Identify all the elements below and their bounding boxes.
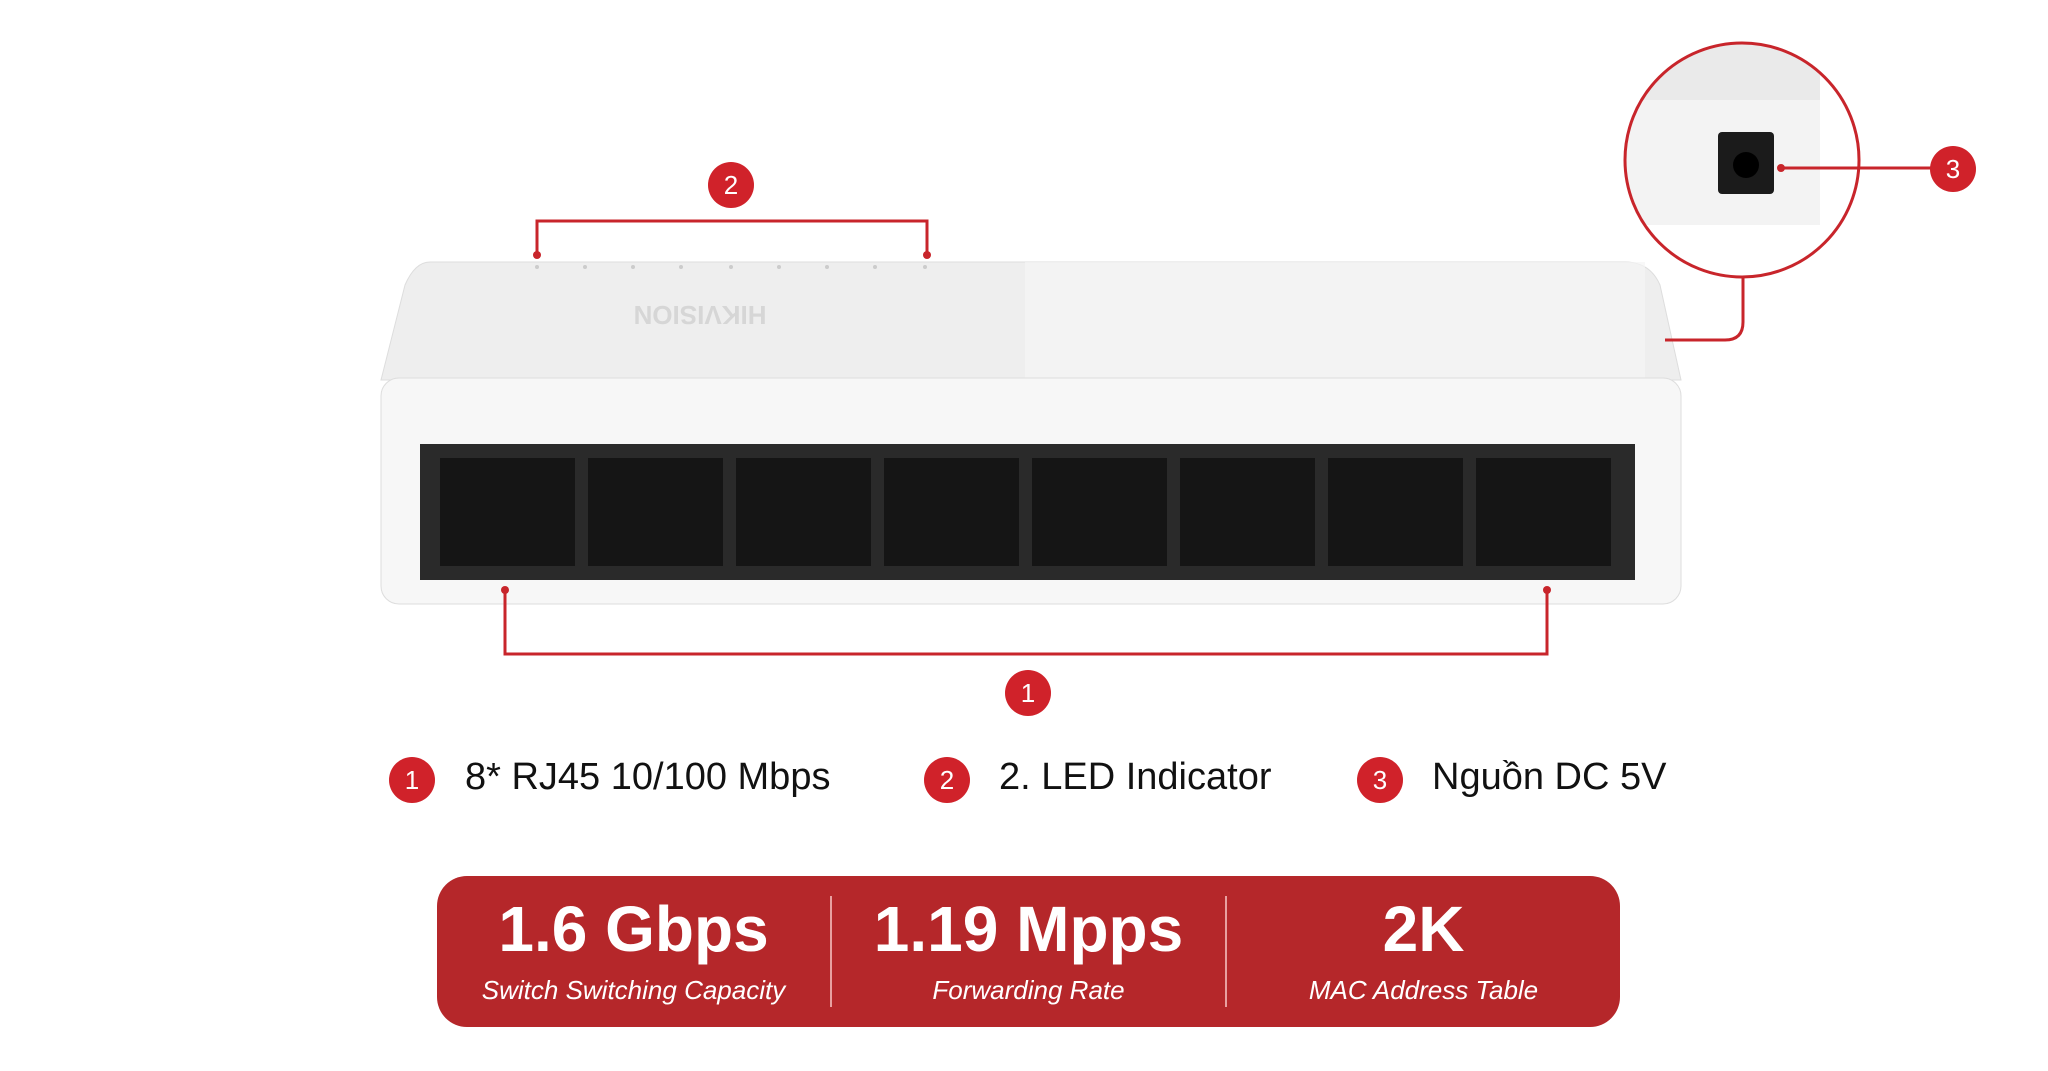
spec-value: 1.6 Gbps xyxy=(498,893,769,965)
spec-label: MAC Address Table xyxy=(1308,975,1539,1005)
legend-label-led: 2. LED Indicator xyxy=(999,756,1272,798)
divider xyxy=(830,896,832,1007)
spec-label: Forwarding Rate xyxy=(932,975,1125,1005)
legend-badge-1: 1 xyxy=(389,757,435,803)
spec-label: Switch Switching Capacity xyxy=(481,975,786,1005)
callout-badge-1: 1 xyxy=(1005,670,1051,716)
callout-line-1 xyxy=(503,590,1549,656)
legend-label-power: Nguồn DC 5V xyxy=(1432,756,1667,798)
brand-logo: HIKVISION xyxy=(634,300,767,330)
spec-switching-capacity: 1.6 Gbps Switch Switching Capacity xyxy=(437,876,830,1027)
callout-badge-3: 3 xyxy=(1930,146,1976,192)
network-switch: HIKVISION xyxy=(380,261,1682,605)
callout-line-2 xyxy=(535,219,929,255)
spec-mac-table: 2K MAC Address Table xyxy=(1227,876,1620,1027)
legend-label-ports: 8* RJ45 10/100 Mbps xyxy=(465,756,831,798)
legend-badge-3: 3 xyxy=(1357,757,1403,803)
led-indicators xyxy=(535,265,927,269)
specs-panel: 1.6 Gbps Switch Switching Capacity 1.19 … xyxy=(437,876,1620,1027)
spec-forwarding-rate: 1.19 Mpps Forwarding Rate xyxy=(832,876,1225,1027)
spec-value: 2K xyxy=(1382,893,1465,965)
legend-badge-2: 2 xyxy=(924,757,970,803)
callout-badge-2: 2 xyxy=(708,162,754,208)
dc-port-zoom xyxy=(1623,41,1861,279)
rj45-ports xyxy=(440,458,1611,566)
divider xyxy=(1225,896,1227,1007)
spec-value: 1.19 Mpps xyxy=(873,893,1184,965)
